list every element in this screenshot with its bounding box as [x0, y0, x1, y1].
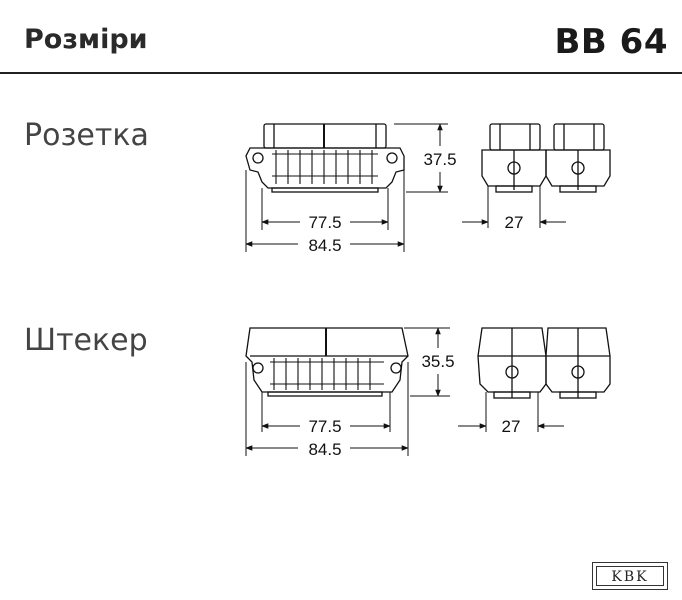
socket-outer-width: 84.5: [308, 236, 341, 255]
header-divider: [0, 72, 682, 74]
plug-side-dimension: [458, 392, 564, 432]
page-title: Розміри: [24, 24, 148, 55]
brand-logo-text: KBK: [596, 566, 664, 586]
socket-side-view: [481, 123, 611, 193]
section-label-socket: Розетка: [24, 118, 149, 153]
socket-side-width: 27: [505, 213, 524, 232]
brand-logo: KBK: [592, 562, 668, 590]
socket-dimension-lines: [245, 123, 448, 252]
socket-front-view: [245, 123, 405, 193]
socket-height: 37.5: [423, 150, 456, 169]
plug-inner-width: 77.5: [308, 417, 341, 436]
plug-dimension-lines: [245, 327, 450, 456]
plug-height: 35.5: [421, 352, 454, 371]
plug-side-width: 27: [502, 417, 521, 436]
section-label-plug: Штекер: [24, 323, 148, 358]
socket-side-dimension: [462, 186, 566, 228]
product-code: BB 64: [554, 22, 668, 62]
plug-front-view: [245, 327, 409, 397]
plug-side-view: [477, 327, 611, 399]
socket-inner-width: 77.5: [308, 213, 341, 232]
plug-outer-width: 84.5: [308, 440, 341, 459]
